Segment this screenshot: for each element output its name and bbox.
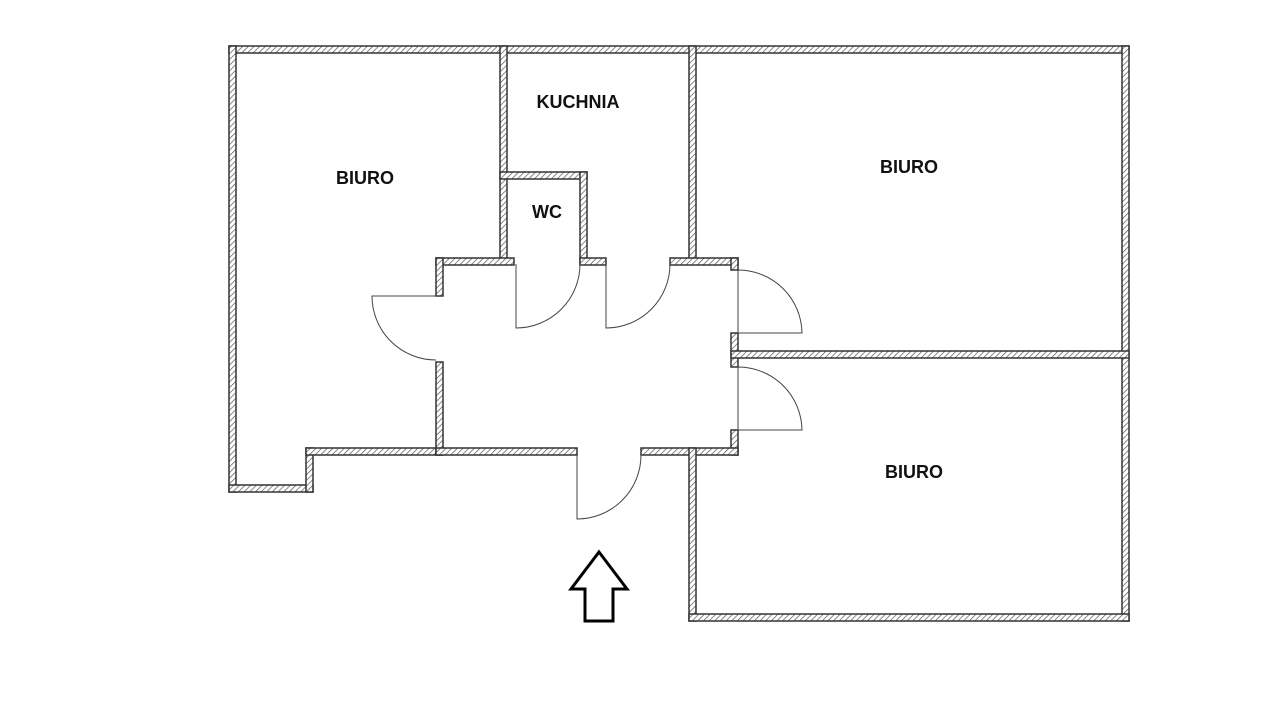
wall-right-offices-divider: [730, 350, 1130, 359]
wall-hall-right-top: [730, 257, 739, 271]
door-kitchen: [605, 263, 671, 329]
wall-wc-right: [579, 171, 588, 265]
wall-hall-top-left: [435, 257, 515, 266]
wall-step-top: [305, 447, 443, 456]
up-arrow-icon: [567, 549, 631, 623]
doors: [371, 263, 803, 520]
room-label-office-left: BIURO: [336, 168, 394, 188]
door-bottom-right-office: [737, 366, 803, 431]
wall-kitchen-right-office: [688, 45, 697, 265]
wall-wc-top: [499, 171, 588, 180]
wall-step-bottom: [228, 484, 314, 493]
wall-br-bottom: [688, 613, 1130, 622]
door-wc: [515, 263, 581, 329]
wall-hall-left-upper: [435, 257, 444, 297]
room-label-office-bottom-right: BIURO: [885, 462, 943, 482]
room-label-kitchen: KUCHNIA: [537, 92, 620, 112]
wall-outer-left: [228, 45, 237, 493]
wall-outer-top: [228, 45, 1130, 54]
wall-br-left: [688, 447, 697, 622]
wall-outer-right: [1121, 45, 1130, 622]
door-entrance: [576, 454, 642, 520]
walls: [228, 45, 1130, 622]
wall-hall-bottom-left: [435, 447, 578, 456]
door-top-right-office: [737, 269, 803, 334]
wall-hall-left-lower: [435, 361, 444, 456]
wall-hall-top-right: [669, 257, 739, 266]
wall-left-office-kitchen: [499, 45, 508, 265]
wall-hall-right-mid: [730, 332, 739, 368]
wall-hall-top-mid: [579, 257, 607, 266]
room-label-office-top-right: BIURO: [880, 157, 938, 177]
room-label-wc: WC: [532, 202, 562, 222]
door-left-office: [371, 295, 437, 361]
